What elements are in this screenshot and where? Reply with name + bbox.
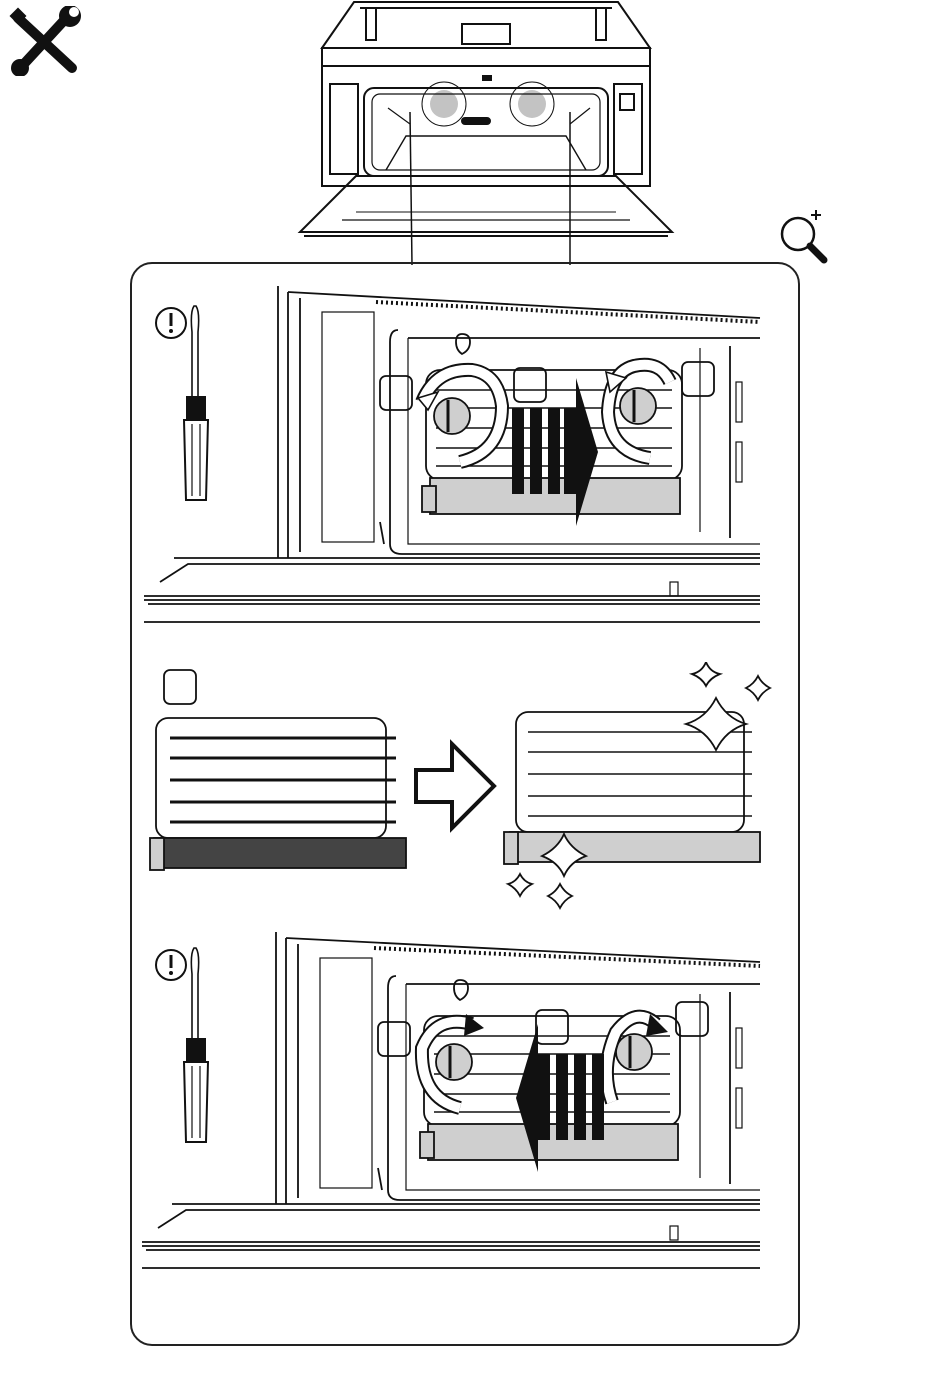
sparkle-icon: [692, 662, 720, 686]
step-remove-illustration: [140, 282, 764, 632]
sparkle-icon: [548, 884, 572, 908]
step-refit-illustration: [140, 928, 764, 1278]
sparkle-icon: [508, 874, 532, 896]
zoom-icon: [776, 206, 832, 266]
step-clean-illustration: [146, 662, 780, 916]
tools-icon: [8, 6, 84, 76]
oven-overview: [296, 0, 676, 265]
sparkle-icon: [686, 698, 746, 750]
sparkle-icon: [746, 676, 770, 700]
